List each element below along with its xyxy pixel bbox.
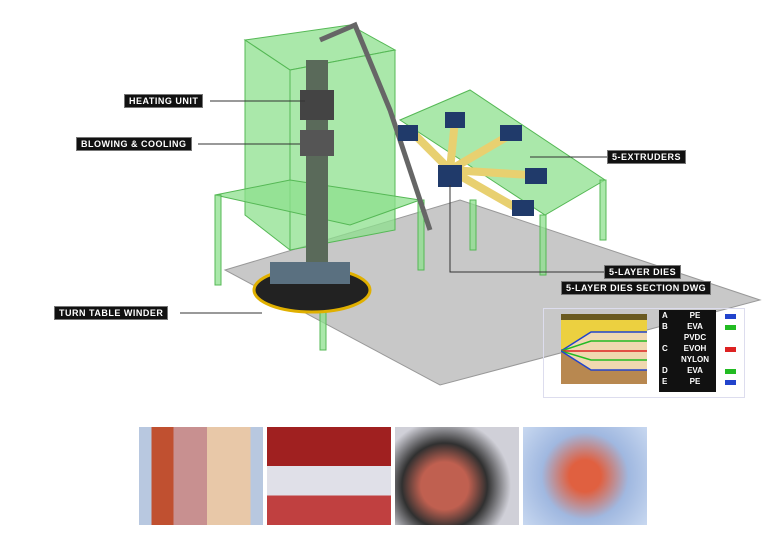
heating-unit — [300, 90, 334, 120]
label-winder: TURN TABLE WINDER — [54, 306, 169, 320]
label-blowing-cooling: BLOWING & COOLING — [76, 137, 192, 151]
photo-packaged-meat — [395, 427, 519, 525]
cooling-ring — [300, 130, 334, 156]
photo-packaged-sausages-bacon — [139, 427, 263, 525]
swatch-eva — [725, 325, 736, 330]
swatch-barrier — [725, 347, 736, 352]
dies-block — [438, 165, 462, 187]
machine-illustration — [180, 21, 762, 386]
swatch-eva — [725, 369, 736, 374]
dies-section-drawing — [543, 308, 745, 398]
film-guide — [319, 21, 433, 231]
label-dies: 5-LAYER DIES — [604, 265, 682, 279]
photo-packaged-foods — [523, 427, 647, 525]
photo-film-rolls — [267, 427, 391, 525]
label-dies-section: 5-LAYER DIES SECTION DWG — [561, 281, 712, 295]
tower-front — [244, 39, 291, 252]
swatch-pe — [725, 380, 736, 385]
label-extruders: 5-EXTRUDERS — [607, 150, 687, 164]
dies-section-graphic — [561, 314, 647, 384]
swatch-pe — [725, 314, 736, 319]
label-heating-unit: HEATING UNIT — [124, 94, 204, 108]
